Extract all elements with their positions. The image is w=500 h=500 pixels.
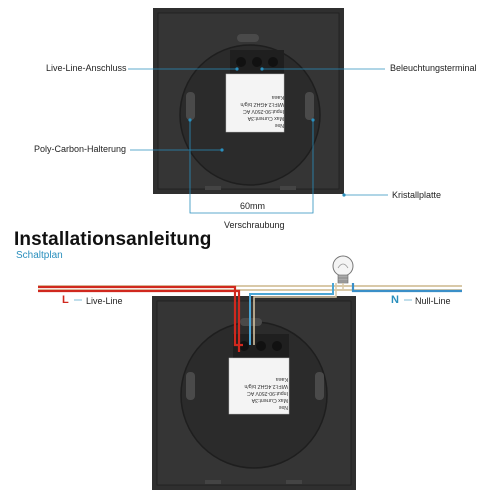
terminal-screw	[268, 57, 278, 67]
module-line: Nxe	[274, 122, 284, 128]
crystal-plate-dot	[342, 193, 346, 197]
module-line: WIFI:2.4GHZ b/g/n	[240, 101, 284, 107]
line-terminal-dot	[235, 67, 239, 71]
module-line: Input:90-250V AC	[243, 108, 284, 114]
module-line: Input:90-250V AC	[247, 390, 288, 396]
label-poly-carbon: Poly-Carbon-Halterung	[34, 144, 127, 154]
bottom-module-label	[228, 357, 290, 415]
dimension-dot	[311, 118, 315, 122]
section-subtitle: Schaltplan	[16, 250, 63, 261]
module-line: Max Current:3A	[251, 397, 288, 403]
switched-wire-2	[253, 283, 337, 345]
light-terminal-dot	[260, 67, 264, 71]
bottom-right-slot	[315, 372, 324, 400]
left-screw-slot	[186, 92, 195, 120]
bottom-tab	[205, 186, 221, 190]
bottom-module-text: Nxe Max Current:3A Input:90-250V AC WIFI…	[230, 362, 288, 410]
module-brand: Kaea	[275, 376, 288, 382]
terminal-screw	[256, 341, 266, 351]
module-brand: Kaea	[271, 94, 284, 100]
bottom-tab	[286, 480, 302, 484]
right-screw-slot	[305, 92, 314, 120]
terminal-screw	[239, 341, 249, 351]
section-title: Installationsanleitung	[14, 229, 212, 250]
module-line: Max Current:3A	[247, 115, 284, 121]
dimension-bracket	[189, 120, 314, 214]
switched-wire	[249, 283, 334, 345]
top-module-text: Nxe Max Current:3A Input:90-250V AC WIFI…	[226, 78, 284, 128]
bottom-left-slot	[186, 372, 195, 400]
label-light-terminal: Beleuchtungsterminal	[390, 63, 477, 73]
label-screw: Verschraubung	[224, 220, 285, 230]
terminal-screw	[236, 57, 246, 67]
bottom-tab	[205, 480, 221, 484]
light-bulb-icon	[332, 255, 354, 284]
terminal-screw	[252, 57, 262, 67]
label-crystal-plate: Kristallplatte	[392, 190, 442, 200]
module-line: Nxe	[278, 404, 288, 410]
live-letter: L	[62, 294, 69, 306]
top-screw-slot	[237, 34, 259, 42]
top-module-label	[225, 73, 285, 133]
module-line: WIFI:2.4GHZ b/g/n	[244, 383, 288, 389]
neutral-label: Null-Line	[415, 296, 451, 306]
live-label: Live-Line	[86, 296, 123, 306]
bottom-tab	[280, 186, 296, 190]
poly-carbon-dot	[220, 148, 224, 152]
dimension-dot	[188, 118, 192, 122]
live-wire-2	[38, 289, 241, 352]
neutral-letter: N	[391, 294, 399, 306]
label-dimension: 60mm	[240, 201, 266, 211]
neutral-wire	[351, 283, 462, 293]
label-line-terminal: Live-Line-Anschluss	[46, 63, 127, 73]
terminal-screw	[272, 341, 282, 351]
